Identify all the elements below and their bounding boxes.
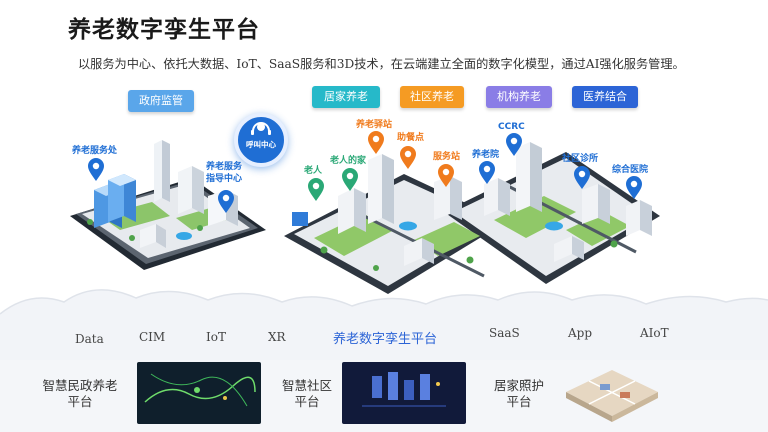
label-elder-home: 老人的家	[330, 156, 367, 166]
pin-elder-service-office-icon	[88, 158, 104, 181]
label-meal-point: 助餐点	[397, 133, 425, 143]
label-elder-station: 养老驿站	[356, 120, 393, 130]
gov-city-illustration	[70, 140, 266, 270]
civil-affairs-platform-label: 智慧民政养老 平台	[36, 378, 124, 410]
call-center-label: 呼叫中心	[246, 140, 276, 149]
label-community-clinic: 社区诊所	[562, 154, 599, 164]
page-subtitle: 以服务为中心、依托大数据、IoT、SaaS服务和3D技术，在云端建立全面的数字化…	[78, 57, 685, 71]
pin-nursing-home-icon	[479, 161, 495, 184]
label-general-hospital: 综合医院	[612, 165, 649, 175]
home-care-floorplan-thumbnail[interactable]	[560, 362, 664, 424]
call-center-hub[interactable]	[234, 113, 288, 167]
tech-data: Data	[75, 332, 104, 346]
pin-elder-station-icon	[368, 131, 384, 154]
tech-app: App	[568, 326, 593, 340]
smart-community-label-line1: 智慧社区	[281, 378, 332, 393]
civil-affairs-map-thumbnail[interactable]	[137, 362, 261, 424]
tag-home-care[interactable]: 居家养老	[312, 86, 380, 108]
pin-ccrc-icon	[506, 133, 522, 156]
page-title: 养老数字孪生平台	[68, 16, 260, 43]
label-elder-service-center-2: 指导中心	[206, 174, 243, 184]
pin-community-clinic-icon	[574, 166, 590, 189]
tech-xr: XR	[268, 330, 286, 344]
label-elder: 老人	[304, 166, 323, 176]
tag-gov-supervision[interactable]: 政府监管	[128, 90, 194, 112]
cloud-divider	[0, 289, 768, 376]
label-nursing-home: 养老院	[472, 150, 500, 160]
tech-aiot: AIoT	[640, 326, 669, 340]
pin-service-station-icon	[438, 164, 454, 187]
home-care-platform-label: 居家照护 平台	[486, 378, 552, 410]
smart-community-label-line2: 平台	[294, 394, 320, 409]
home-care-label-line2: 平台	[506, 394, 532, 409]
label-elder-service-center-1: 养老服务	[206, 162, 243, 172]
headset-icon	[251, 122, 271, 135]
pin-elder-icon	[308, 178, 324, 201]
label-elder-service-office: 养老服务处	[72, 146, 118, 156]
tech-saas: SaaS	[489, 326, 520, 340]
pin-general-hospital-icon	[626, 176, 642, 199]
community-city-illustration	[284, 142, 660, 294]
tag-community-care[interactable]: 社区养老	[400, 86, 464, 108]
smart-community-thumbnail[interactable]	[342, 362, 466, 424]
tech-iot: IoT	[206, 330, 226, 344]
pin-meal-point-icon	[400, 146, 416, 169]
civil-affairs-label-line2: 平台	[67, 394, 93, 409]
home-care-label-line1: 居家照护	[493, 378, 544, 393]
label-service-station: 服务站	[433, 152, 461, 162]
civil-affairs-label-line1: 智慧民政养老	[42, 378, 118, 393]
pin-elder-service-center-icon	[218, 190, 234, 213]
tag-medical-care[interactable]: 医养结合	[572, 86, 638, 108]
tech-platform-name: 养老数字孪生平台	[333, 332, 438, 347]
label-ccrc: CCRC	[498, 122, 525, 132]
tech-cim: CIM	[139, 330, 166, 344]
tag-institution-care[interactable]: 机构养老	[486, 86, 552, 108]
pin-elder-home-icon	[342, 168, 358, 191]
smart-community-platform-label: 智慧社区 平台	[277, 378, 337, 410]
